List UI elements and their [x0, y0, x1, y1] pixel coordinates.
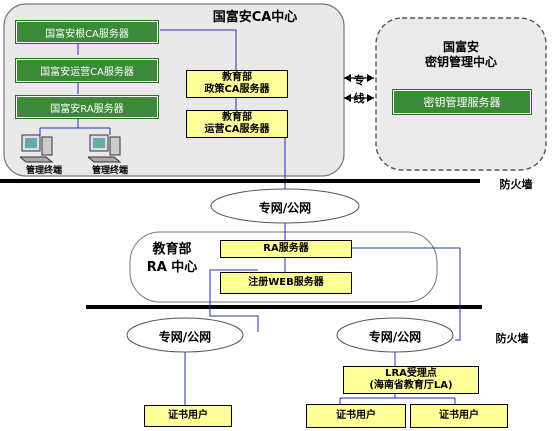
- network-label: 专网/公网: [158, 330, 212, 344]
- edu-policy-ca-line2: 政策CA服务器: [204, 84, 270, 95]
- edu-ops-ca-server[interactable]: 教育部 运营CA服务器: [186, 110, 288, 138]
- ca-internal-link: [160, 29, 237, 70]
- network-cloud: [126, 317, 244, 353]
- lra-acceptance-point[interactable]: LRA受理点 (海南省教育厅LA): [343, 366, 479, 394]
- lra-line1: LRA受理点: [385, 368, 437, 379]
- network-label: 专网/公网: [368, 330, 422, 344]
- certificate-user[interactable]: 证书用户: [144, 405, 232, 427]
- ra-center-title: 教育部: [152, 242, 192, 257]
- link-arrowhead: [344, 94, 351, 102]
- ra-center-subtitle: RA 中心: [146, 260, 198, 275]
- certificate-user[interactable]: 证书用户: [306, 404, 406, 428]
- ra-server[interactable]: 国富安RA服务器: [15, 95, 159, 119]
- network-cloud: [210, 188, 360, 224]
- key-management-server[interactable]: 密钥管理服务器: [392, 89, 532, 115]
- ops-ca-server[interactable]: 国富安运营CA服务器: [15, 58, 159, 83]
- computer-icon[interactable]: [20, 133, 64, 163]
- key-center-title: 国富安: [442, 40, 479, 54]
- registration-web-server[interactable]: 注册WEB服务器: [220, 272, 352, 294]
- terminal-label: 管理终端: [25, 166, 62, 176]
- edu-ops-ca-line2: 运营CA服务器: [204, 124, 270, 135]
- network-link: [352, 247, 461, 341]
- network-cloud: [336, 317, 454, 353]
- firewall-bar: [86, 305, 482, 309]
- link-arrowhead: [344, 74, 351, 82]
- link-label-top: 专: [353, 74, 365, 87]
- edu-policy-ca-line1: 教育部: [222, 72, 252, 83]
- firewall-bar: [0, 179, 480, 183]
- edu-ops-ca-line1: 教育部: [222, 112, 252, 123]
- network-label: 专网/公网: [258, 201, 312, 215]
- firewall-label: 防火墙: [495, 332, 529, 345]
- firewall-label: 防火墙: [499, 178, 533, 191]
- ra-center-panel: [129, 231, 438, 303]
- key-center-subtitle: 密钥管理中心: [424, 55, 497, 69]
- terminal-label: 管理终端: [91, 166, 128, 176]
- link-arrowhead: [367, 74, 374, 82]
- network-link: [209, 269, 259, 332]
- computer-icon[interactable]: [88, 133, 132, 163]
- link-label-bottom: 线: [353, 92, 365, 105]
- lra-line2: (海南省教育厅LA): [369, 380, 453, 391]
- edu-ra-server[interactable]: RA服务器: [220, 240, 352, 258]
- edu-policy-ca-server[interactable]: 教育部 政策CA服务器: [186, 70, 288, 98]
- link-arrowhead: [367, 94, 374, 102]
- certificate-user[interactable]: 证书用户: [410, 404, 508, 428]
- ca-center-title: 国富安CA中心: [212, 10, 298, 25]
- root-ca-server[interactable]: 国富安根CA服务器: [15, 20, 159, 44]
